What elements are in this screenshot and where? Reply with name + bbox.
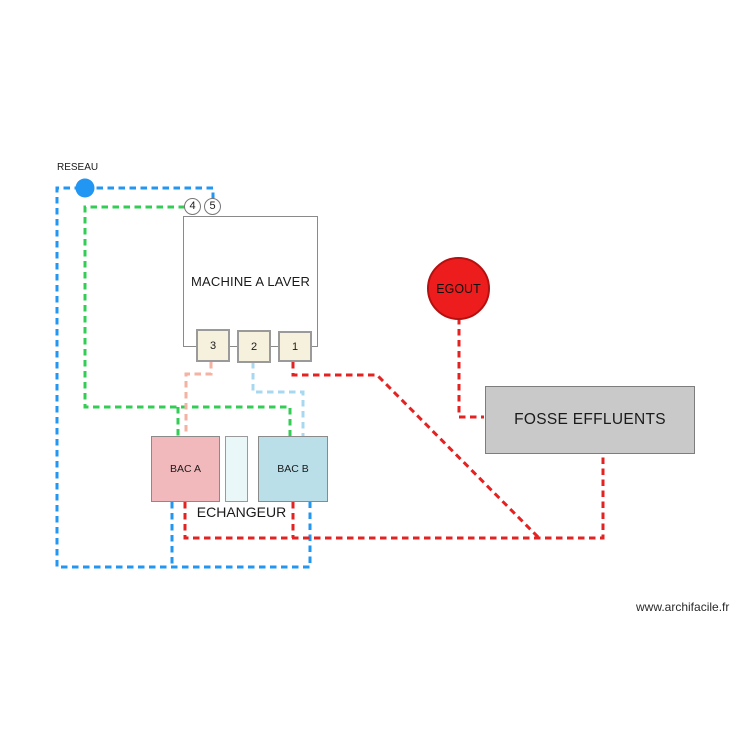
- pipe-drain-main-to-fosse: [183, 454, 605, 540]
- egout-node: EGOUT: [427, 257, 490, 320]
- pipe-network-blue-main: [55, 186, 312, 569]
- pipe-egout-to-fosse: [457, 318, 484, 419]
- pipe-cold-port2-to-bac-b: [251, 362, 305, 436]
- port-3-label: 3: [209, 339, 217, 352]
- echangeur-label: ECHANGEUR: [196, 504, 287, 520]
- machine-port-1: 1: [278, 331, 312, 362]
- reseau-node-dot: [75, 178, 95, 198]
- reseau-label: RESEAU: [57, 162, 99, 173]
- marker-5: 5: [204, 198, 221, 215]
- bac-a-box: BAC A: [151, 436, 220, 502]
- machine-a-laver-label: MACHINE A LAVER: [190, 274, 311, 289]
- machine-a-laver-box: MACHINE A LAVER: [183, 216, 318, 347]
- egout-label: EGOUT: [436, 281, 481, 296]
- machine-port-2: 2: [237, 330, 271, 363]
- machine-port-3: 3: [196, 329, 230, 362]
- marker-4-label: 4: [189, 200, 196, 212]
- port-2-label: 2: [250, 340, 258, 353]
- fosse-effluents-box: FOSSE EFFLUENTS: [485, 386, 695, 454]
- bac-b-label: BAC B: [277, 463, 309, 475]
- marker-4: 4: [184, 198, 201, 215]
- pipe-warm-port3-to-bac-a: [184, 362, 213, 436]
- marker-5-label: 5: [209, 200, 216, 212]
- echangeur-core: [225, 436, 248, 502]
- bac-b-box: BAC B: [258, 436, 328, 502]
- pipe-supply-green-main: [83, 205, 292, 436]
- bac-a-label: BAC A: [170, 463, 201, 475]
- fosse-effluents-label: FOSSE EFFLUENTS: [514, 411, 666, 428]
- port-1-label: 1: [291, 340, 299, 353]
- archifacile-watermark: www.archifacile.fr: [636, 600, 730, 614]
- pipe-drain-port1-diagonal: [291, 362, 541, 540]
